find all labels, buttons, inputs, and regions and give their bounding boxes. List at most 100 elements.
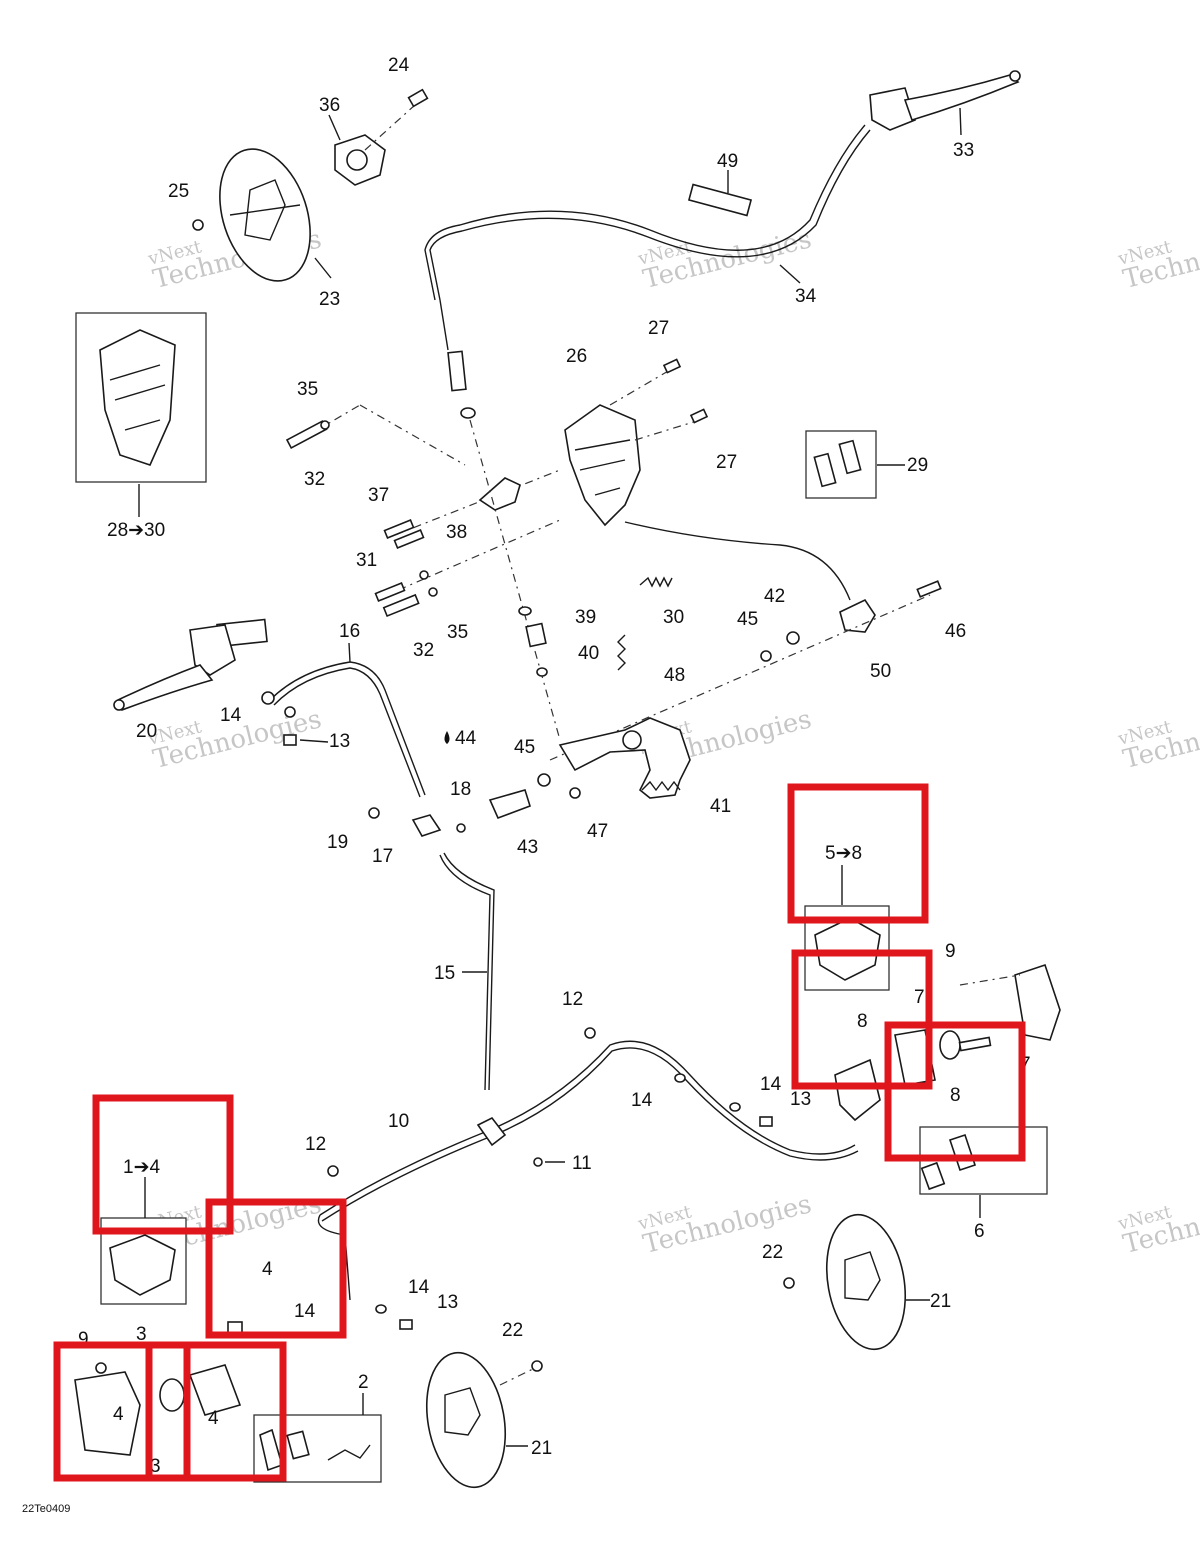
brake-pad-29a [813, 452, 837, 488]
clip-38 [478, 477, 521, 511]
callout-14e: 14 [408, 1277, 430, 1298]
master-cylinder-20 [113, 618, 268, 712]
parking-bracket-inset [99, 329, 176, 466]
cable-guide-49 [687, 183, 753, 217]
callout-32a: 32 [304, 469, 325, 490]
callout-8b: 8 [950, 1085, 961, 1106]
callout-30: 30 [663, 607, 684, 628]
rear-brake-disc-left [425, 1351, 507, 1489]
callout-47: 47 [587, 821, 608, 842]
callout-17: 17 [372, 846, 393, 867]
callout-44: 44 [455, 728, 477, 749]
callout-43: 43 [517, 837, 538, 858]
callout-32b: 32 [413, 640, 434, 661]
caliper-body-right [834, 1058, 881, 1122]
callout-50: 50 [870, 661, 891, 682]
callout-16: 16 [339, 621, 360, 642]
callout-38: 38 [446, 522, 467, 543]
highlight-box-4-2 [183, 1341, 287, 1482]
callout-28-30: 28➔30 [107, 520, 165, 541]
callout-25: 25 [168, 181, 189, 202]
callout-9b: 9 [78, 1329, 89, 1350]
bolt-18 [456, 823, 466, 833]
callout-42: 42 [764, 586, 785, 607]
callout-3a: 3 [136, 1324, 147, 1345]
part-drawings [74, 70, 1061, 1489]
callout-13b: 13 [790, 1089, 811, 1110]
piston-left [188, 1364, 242, 1416]
callout-13a: 13 [329, 731, 350, 752]
callout-14b: 14 [760, 1074, 782, 1095]
spring-30 [639, 576, 673, 588]
bracket-50 [839, 598, 876, 633]
fitting-13a [283, 734, 297, 746]
callout-9a: 9 [945, 941, 956, 962]
callout-10: 10 [388, 1111, 409, 1132]
nut-47 [569, 787, 581, 799]
callout-49: 49 [717, 151, 738, 172]
brake-disc-hub [334, 88, 429, 186]
callout-7a: 7 [914, 987, 925, 1008]
callout-24: 24 [388, 55, 410, 76]
washer-14b [674, 1073, 686, 1083]
brake-line-16 [269, 661, 426, 796]
bolt-22b [531, 1360, 543, 1372]
callout-4b: 4 [113, 1404, 124, 1425]
brake-pad-29b [838, 439, 862, 475]
nut-40 [536, 667, 548, 677]
watermark-bottom: Technologies [640, 224, 814, 295]
watermark-bottom: Technologies [640, 1189, 814, 1260]
callout-6: 6 [974, 1221, 985, 1242]
caliper-bracket-left [74, 1371, 141, 1456]
callout-labels: 24 36 25 23 33 49 34 27 26 27 35 32 28➔3… [22, 55, 1031, 1515]
callout-40: 40 [578, 643, 599, 664]
arrow-50-to-bracket [624, 521, 851, 601]
rear-brake-disc-right [825, 1213, 907, 1351]
callout-35a: 35 [297, 379, 318, 400]
callout-27a: 27 [648, 318, 669, 339]
callout-26: 26 [566, 346, 587, 367]
callout-5-8: 5➔8 [825, 843, 862, 864]
callout-27b: 27 [716, 452, 737, 473]
callout-45b: 45 [514, 737, 535, 758]
highlight-box-7-8a [791, 949, 933, 1090]
washer-14e [375, 1304, 387, 1314]
callout-4c: 4 [208, 1408, 219, 1429]
cable-ferrule [447, 350, 467, 392]
callout-19: 19 [327, 832, 348, 853]
washer-45b [537, 773, 551, 787]
callout-35b: 35 [447, 622, 468, 643]
brake-lever-33 [869, 70, 1021, 131]
callout-11: 11 [572, 1153, 592, 1174]
front-brake-disc [219, 148, 311, 282]
brake-line-15 [439, 854, 491, 1091]
callout-15: 15 [434, 963, 455, 984]
callout-29: 29 [907, 455, 928, 476]
callout-34: 34 [795, 286, 817, 307]
callout-39: 39 [575, 607, 596, 628]
callout-14c: 14 [631, 1090, 653, 1111]
callout-18: 18 [450, 779, 471, 800]
callout-23: 23 [319, 289, 340, 310]
callout-33: 33 [953, 140, 974, 161]
bolt-22a [783, 1277, 795, 1289]
callout-21a: 21 [930, 1291, 951, 1312]
callout-2: 2 [358, 1372, 369, 1393]
bolt-43 [488, 789, 531, 820]
callout-14d: 14 [294, 1301, 316, 1322]
callout-37: 37 [368, 485, 389, 506]
brake-line-10 [319, 1040, 856, 1216]
callout-4a: 4 [262, 1259, 273, 1280]
callout-22b: 22 [502, 1320, 523, 1341]
callout-45a: 45 [737, 609, 758, 630]
highlight-box-4-14 [205, 1198, 347, 1339]
brake-cable-upper [424, 124, 866, 301]
bolt-11 [533, 1157, 543, 1167]
callout-12b: 12 [305, 1134, 326, 1155]
figure-id: 22Te0409 [22, 1503, 70, 1515]
spring-48 [617, 634, 626, 671]
callout-41: 41 [710, 796, 731, 817]
bolt-25 [192, 219, 204, 231]
parking-brake-bracket [564, 358, 709, 527]
junction-17 [411, 814, 442, 837]
